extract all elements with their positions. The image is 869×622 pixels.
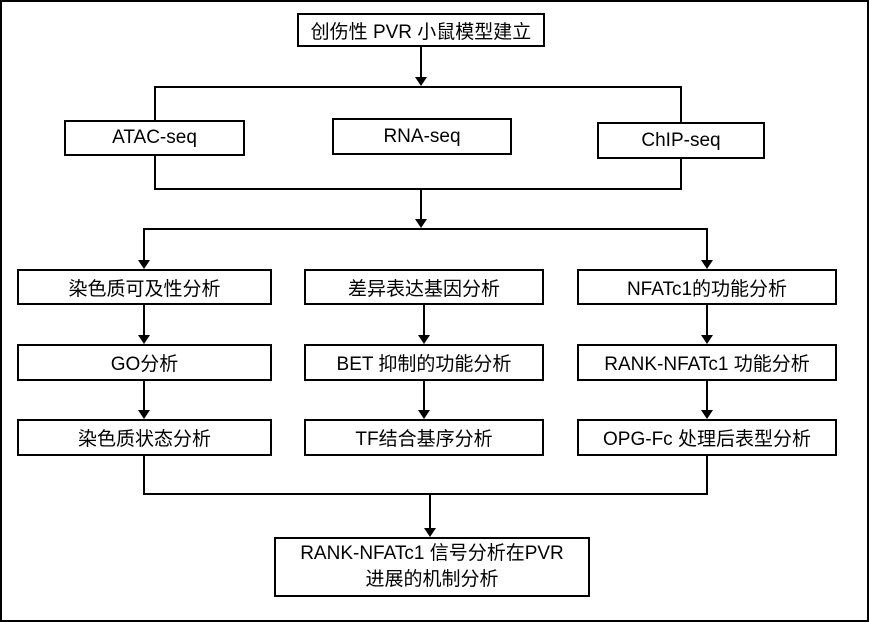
col3-arrow1-line	[706, 305, 708, 335]
box-chip-seq: ChIP-seq	[597, 122, 765, 159]
box-tf-binding-motif-analysis: TF结合基序分析	[304, 419, 544, 456]
collector-left-drop-line	[143, 456, 145, 495]
final-box-text: RANK-NFATc1 信号分析在PVR 进展的机制分析	[300, 541, 564, 592]
final-box-line1: RANK-NFATc1 信号分析在PVR	[300, 543, 564, 565]
connector-root-to-seq-arrowhead-icon	[415, 77, 427, 86]
col2-arrow1-arrowhead-icon	[418, 335, 430, 344]
box-go-analysis: GO分析	[17, 344, 272, 381]
col3-arrow2-line	[706, 381, 708, 410]
box-opg-fc-phenotype-analysis: OPG-Fc 处理后表型分析	[577, 419, 837, 456]
box-pvr-mouse-model: 创伤性 PVR 小鼠模型建立	[297, 13, 545, 47]
col2-arrow2-arrowhead-icon	[418, 410, 430, 419]
connector-seq-to-branch-line	[420, 189, 422, 220]
branch-left-drop-line	[143, 228, 145, 260]
box-rna-seq: RNA-seq	[332, 118, 512, 155]
box-rank-nfatc1-signal-mechanism: RANK-NFATc1 信号分析在PVR 进展的机制分析	[274, 537, 590, 597]
box-atac-seq: ATAC-seq	[64, 120, 245, 156]
col2-arrow1-line	[423, 305, 425, 335]
collector-hline	[143, 493, 708, 495]
branch-left-arrowhead-icon	[138, 260, 150, 269]
col3-arrow1-arrowhead-icon	[701, 335, 713, 344]
col2-arrow2-line	[423, 381, 425, 410]
branch-right-drop-line	[706, 228, 708, 260]
final-box-line2: 进展的机制分析	[365, 569, 499, 590]
branch-top-hline	[143, 228, 708, 230]
branch-right-arrowhead-icon	[701, 260, 713, 269]
col1-arrow2-arrowhead-icon	[138, 410, 150, 419]
box-nfatc1-function-analysis: NFATc1的功能分析	[577, 269, 837, 305]
collector-to-final-line	[429, 493, 431, 528]
col1-arrow1-arrowhead-icon	[138, 335, 150, 344]
connector-root-to-seq-line	[420, 47, 422, 78]
collector-right-drop-line	[706, 456, 708, 495]
connector-seq-to-branch-arrowhead-icon	[415, 219, 427, 228]
box-chromatin-accessibility-analysis: 染色质可及性分析	[17, 269, 272, 305]
box-differential-expression-analysis: 差异表达基因分析	[304, 269, 544, 305]
collector-to-final-arrowhead-icon	[424, 528, 436, 537]
box-bet-inhibition-function-analysis: BET 抑制的功能分析	[304, 344, 544, 381]
box-chromatin-state-analysis: 染色质状态分析	[17, 419, 272, 456]
col3-arrow2-arrowhead-icon	[701, 410, 713, 419]
col1-arrow2-line	[143, 381, 145, 410]
box-rank-nfatc1-function-analysis: RANK-NFATc1 功能分析	[577, 344, 837, 381]
col1-arrow1-line	[143, 305, 145, 335]
